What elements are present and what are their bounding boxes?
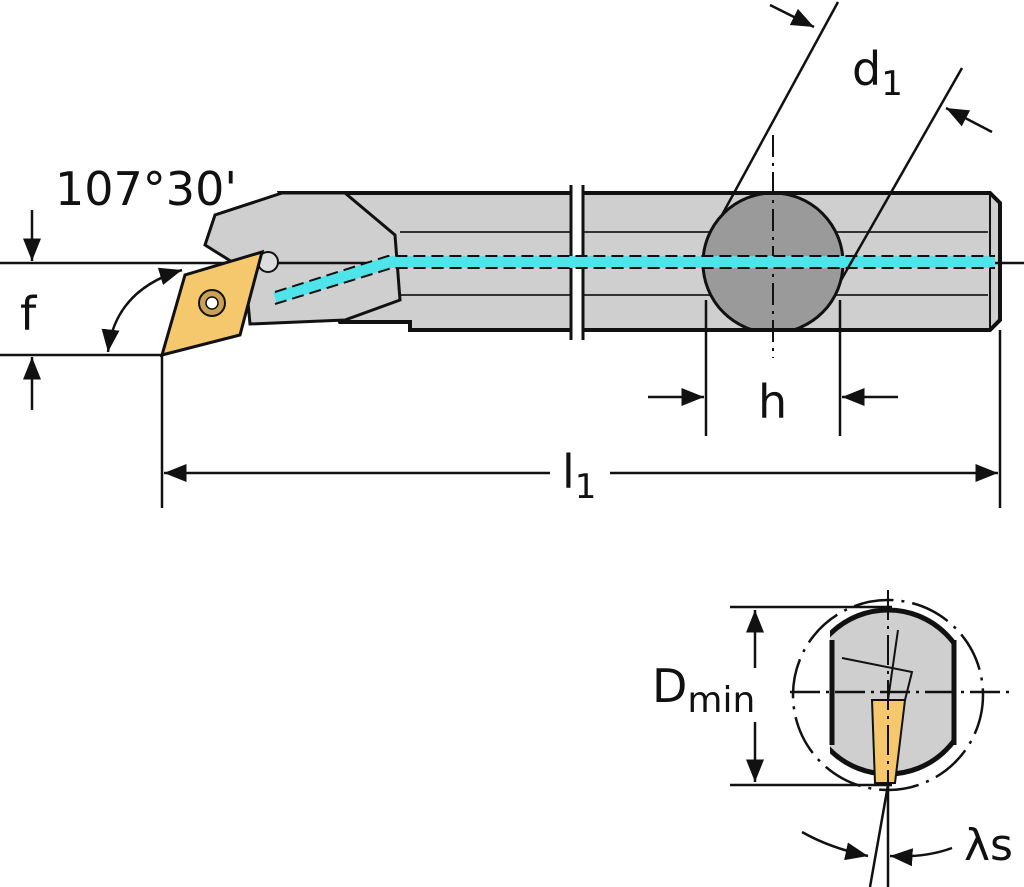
lambda-s-dimension	[801, 784, 953, 887]
d1-label: d1	[852, 42, 903, 104]
dmin-dimension	[730, 605, 892, 787]
h-dimension	[648, 300, 898, 436]
lambda-s-label: λs	[964, 820, 1013, 871]
h-label: h	[758, 375, 787, 429]
end-view	[790, 590, 1010, 792]
l1-label: l1	[562, 445, 596, 507]
f-label: f	[20, 287, 38, 341]
d1-dimension	[720, 1, 993, 283]
f-dimension	[0, 210, 183, 410]
coolant-channel	[273, 255, 995, 305]
l1-dimension	[160, 330, 1002, 508]
insert	[159, 249, 265, 358]
dmin-label: Dmin	[652, 659, 755, 721]
angle-label: 107°30'	[55, 162, 237, 216]
